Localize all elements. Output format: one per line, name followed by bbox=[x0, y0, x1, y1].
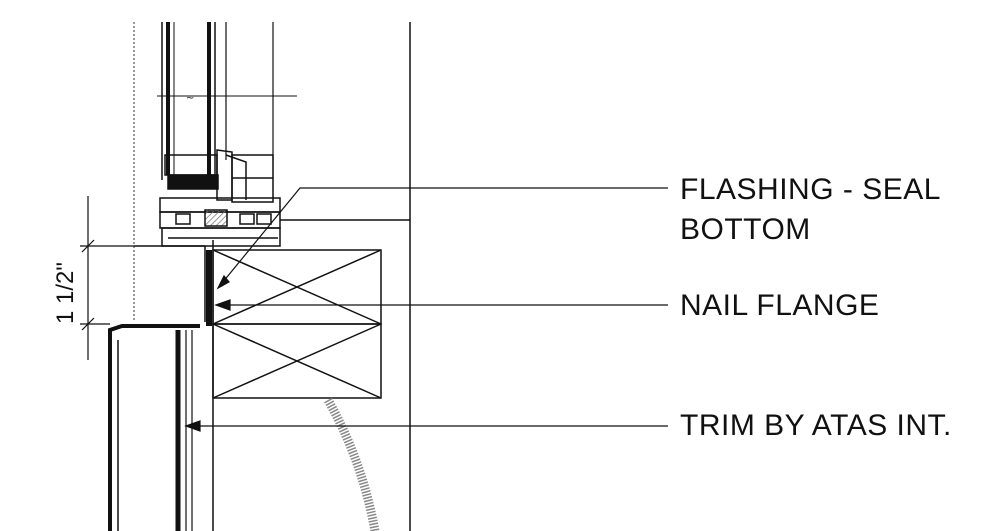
svg-text:~: ~ bbox=[186, 93, 194, 104]
interior-trim bbox=[108, 324, 200, 531]
wood-blocking bbox=[212, 249, 382, 399]
callout-nail-flange: NAIL FLANGE bbox=[680, 289, 880, 322]
sill-frame-profile bbox=[159, 149, 281, 247]
glazing-unit: ~ bbox=[157, 22, 297, 180]
dimension-line bbox=[80, 196, 134, 360]
insulation-arc bbox=[324, 397, 380, 531]
nail-flange bbox=[206, 250, 212, 326]
callout-trim: TRIM BY ATAS INT. bbox=[680, 409, 952, 442]
callout-flashing-line1: FLASHING - SEAL bbox=[680, 173, 941, 206]
leader-lines bbox=[184, 187, 668, 432]
dimension-label: 1 1/2" bbox=[52, 262, 79, 324]
callout-flashing-line2: BOTTOM bbox=[680, 213, 811, 246]
sill-board bbox=[134, 245, 206, 322]
